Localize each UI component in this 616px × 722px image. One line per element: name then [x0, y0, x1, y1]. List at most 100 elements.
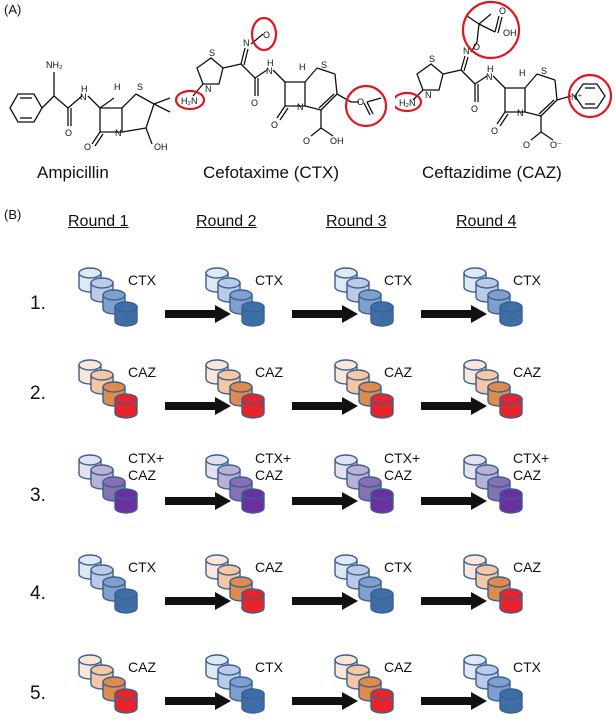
drug-label-row2-round2: CAZ: [255, 364, 283, 381]
culture-stack-row5-round4: [463, 654, 523, 714]
culture-stack-row2-round3: [334, 359, 394, 419]
ceftazidime-structure: S N H₂N N O OH O N H H S N O O O O⁻ N⁺: [395, 0, 613, 150]
arrow-row2-1: [165, 397, 231, 415]
arrow-row5-2: [292, 692, 358, 710]
drug-label-row3-round2: CTX+CAZ: [255, 450, 291, 484]
oxime-o-label: O: [473, 42, 480, 52]
drug-label-row2-round1: CAZ: [128, 364, 156, 381]
drug-label-line: CTX+: [255, 450, 292, 466]
drug-label-line: CAZ: [384, 364, 412, 380]
drug-label-line: CTX: [128, 272, 156, 288]
highlight-circles: [175, 16, 388, 128]
carbonyl-o-label: O: [471, 104, 478, 114]
thiazole-n-label: N: [205, 84, 212, 94]
acid-oh-label: OH: [154, 142, 168, 150]
carboxylate-o-label: O: [523, 140, 530, 150]
culture-stack-row5-round3: [334, 654, 394, 714]
arrow-row2-2: [292, 397, 358, 415]
thiazole-s-label: S: [209, 48, 215, 58]
arrow-row3-1: [165, 492, 231, 510]
drug-label-line: CAZ: [128, 659, 156, 675]
drug-label-row2-round3: CAZ: [384, 364, 412, 381]
round-1-header: Round 1: [68, 213, 129, 230]
round-2-header: Round 2: [196, 213, 257, 230]
amide-h-label: H: [81, 84, 88, 94]
oxime-o-label: O: [263, 30, 270, 40]
row-2-number: 2.: [30, 383, 46, 404]
drug-label-line: CTX: [513, 272, 541, 288]
stereo-h-label: H: [114, 82, 121, 92]
culture-stack-row2-round4: [463, 359, 523, 419]
culture-stack-row3-round2: [205, 454, 265, 514]
arrow-row5-1: [165, 692, 231, 710]
arrow-row4-2: [292, 592, 358, 610]
acid-oh-label: OH: [503, 28, 517, 38]
drug-label-line: CAZ: [255, 467, 283, 483]
drug-label-line: CTX: [255, 659, 283, 675]
oxime-n-label: N: [463, 46, 470, 56]
arrow-row3-2: [292, 492, 358, 510]
lactam-n-label: N: [115, 128, 122, 138]
culture-stack-row3-round4: [463, 454, 523, 514]
carboxylate-ominus-label: O⁻: [550, 140, 562, 150]
drug-label-row3-round4: CTX+CAZ: [513, 450, 549, 484]
drug-label-line: CTX: [128, 559, 156, 575]
ring-s-label: S: [321, 60, 327, 70]
drug-label-line: CTX: [384, 272, 412, 288]
culture-stack-row4-round3: [334, 554, 394, 614]
culture-stack-row5-round1: [78, 654, 138, 714]
drug-label-row1-round4: CTX: [513, 272, 541, 289]
sulfur-label: S: [137, 82, 143, 92]
ester-o-label: O: [357, 97, 364, 107]
culture-stack-row1-round3: [334, 267, 394, 327]
drug-label-line: CAZ: [513, 559, 541, 575]
arrow-row3-3: [421, 492, 487, 510]
arrow-row5-3: [421, 692, 487, 710]
ring-s-label: S: [541, 66, 547, 76]
arrow-row4-1: [165, 592, 231, 610]
culture-stack-row4-round4: [463, 554, 523, 614]
oxime-n-label: N: [243, 38, 250, 48]
round-3-header: Round 3: [326, 213, 387, 230]
drug-label-row1-round2: CTX: [255, 272, 283, 289]
acid-o-label: O: [303, 136, 310, 146]
amino-label: H₂N: [181, 96, 198, 106]
lactam-n-label: N: [297, 102, 304, 112]
drug-label-row1-round1: CTX: [128, 272, 156, 289]
culture-stack-row2-round2: [205, 359, 265, 419]
drug-label-row5-round1: CAZ: [128, 659, 156, 676]
drug-label-line: CAZ: [128, 364, 156, 380]
arrow-row1-2: [292, 305, 358, 323]
amide-h-label: H: [487, 64, 494, 74]
lactam-n-label: N: [517, 108, 524, 118]
panel-b-label: (B): [4, 207, 22, 222]
ceftazidime-name: Ceftazidime (CAZ): [422, 163, 562, 182]
amine-label: NH₂: [46, 60, 63, 70]
pyridinium-n-label: N⁺: [571, 92, 582, 102]
acid-oh-label: OH: [330, 136, 344, 146]
lactam-o-label: O: [271, 120, 278, 130]
amide-n-label: N: [80, 92, 87, 102]
amide-h-label: H: [267, 58, 274, 68]
drug-label-row1-round3: CTX: [384, 272, 412, 289]
row-5-number: 5.: [30, 683, 46, 704]
stereo-h-label: H: [519, 68, 526, 78]
panel-a-label: (A): [4, 2, 22, 17]
amide-n-label: N: [266, 66, 273, 76]
drug-label-row5-round4: CTX: [513, 659, 541, 676]
culture-stack-row2-round1: [78, 359, 138, 419]
drug-label-row5-round2: CTX: [255, 659, 283, 676]
culture-stack-row3-round1: [78, 454, 138, 514]
lactam-o-label: O: [84, 142, 91, 150]
round-4-header: Round 4: [456, 213, 517, 230]
carbonyl-o-label: O: [251, 98, 258, 108]
drug-label-line: CAZ: [255, 559, 283, 575]
row-3-number: 3.: [30, 485, 46, 506]
arrow-row2-3: [421, 397, 487, 415]
drug-label-row2-round4: CAZ: [513, 364, 541, 381]
acid-o-label: O: [499, 6, 506, 16]
row-1-number: 1.: [30, 293, 46, 314]
culture-stack-row1-round1: [78, 267, 138, 327]
culture-stack-row1-round4: [463, 267, 523, 327]
